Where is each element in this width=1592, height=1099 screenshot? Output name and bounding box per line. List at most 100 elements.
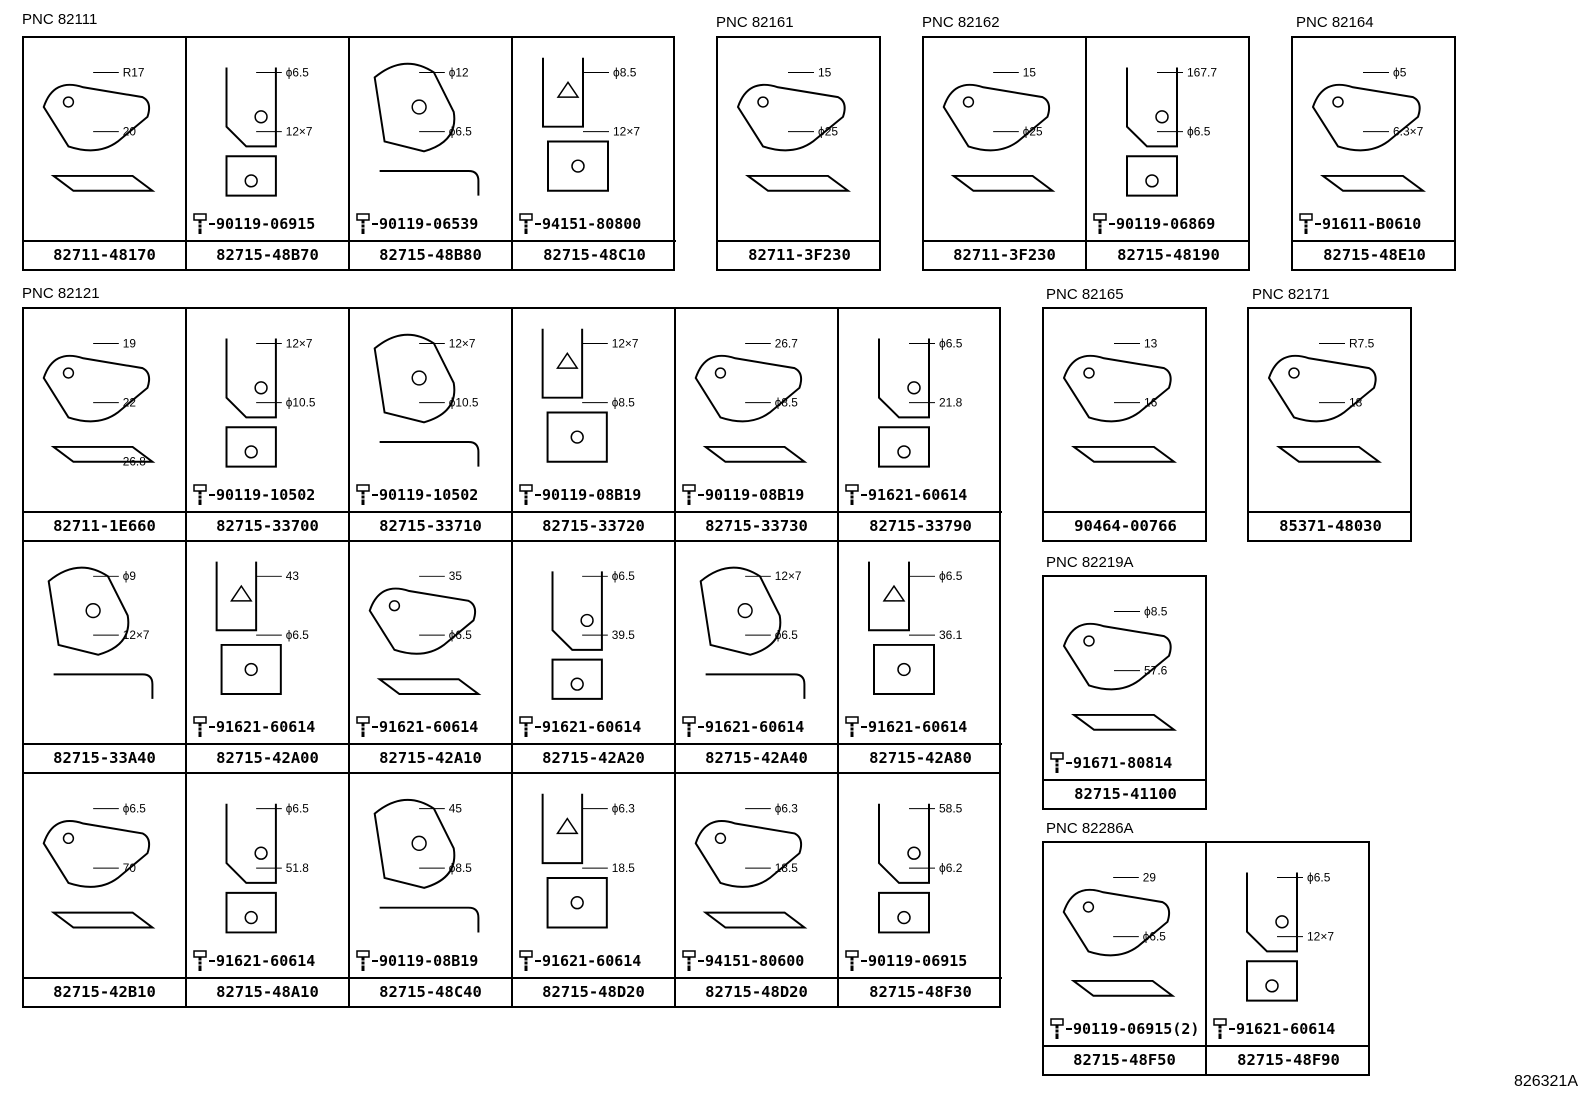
drawing-code: 826321A: [1513, 1073, 1578, 1090]
dimension-label: ϕ6.5: [449, 628, 473, 642]
dimension-label: 26.8: [123, 455, 146, 469]
part-number: 85371-48030: [1249, 511, 1412, 540]
bolt-callout: 90119-06869: [1092, 213, 1215, 235]
dimension-label: 18.5: [775, 861, 798, 875]
part-number: 82711-1E660: [24, 511, 185, 540]
dimension-label: ϕ8.5: [612, 396, 636, 410]
dimension-label: ϕ6.5: [775, 628, 799, 642]
bolt-line: [698, 726, 704, 728]
part-number: 82715-48F50: [1044, 1045, 1205, 1074]
part-number: 82715-42B10: [24, 977, 185, 1006]
pnc-label-82286a: PNC 82286A: [1046, 820, 1134, 837]
bolt-line: [861, 494, 867, 496]
bolt-callout: 91621-60614: [192, 950, 315, 972]
bolt-part-number: 90119-08B19: [542, 486, 642, 504]
bolt-icon: [1050, 752, 1064, 773]
bolt-icon: [193, 950, 207, 971]
bolt-line: [861, 960, 867, 962]
bolt-icon: [845, 950, 859, 971]
pnc-label-82219a: PNC 82219A: [1046, 554, 1134, 571]
bolt-line: [209, 726, 215, 728]
dimension-label: 18.5: [612, 861, 635, 875]
bolt-icon: [845, 484, 859, 505]
dimension-label: ϕ10.5: [449, 396, 479, 410]
part-number: 82715-48D20: [513, 977, 674, 1006]
part-number: 82715-33790: [839, 511, 1002, 540]
pnc-label-82121: PNC 82121: [22, 285, 100, 302]
dimension-label: ϕ8.5: [449, 861, 473, 875]
bolt-icon: [519, 484, 533, 505]
bolt-icon: [356, 484, 370, 505]
bolt-line: [535, 494, 541, 496]
bolt-icon: [519, 950, 533, 971]
part-number: 82715-48F30: [839, 977, 1002, 1006]
part-number: 82715-33720: [513, 511, 674, 540]
dimension-label: 26.7: [775, 336, 798, 350]
bolt-line: [1229, 1028, 1235, 1030]
dimension-label: ϕ9: [123, 569, 136, 583]
bolt-callout: 91621-60614: [681, 716, 804, 738]
part-number: 82715-48E10: [1293, 240, 1456, 269]
bolt-callout: 90119-10502: [355, 484, 478, 506]
bolt-callout: 91621-60614: [192, 716, 315, 738]
bolt-callout: 91621-60614: [518, 716, 641, 738]
dimension-label: ϕ5: [1393, 66, 1407, 80]
bolt-icon: [519, 716, 533, 737]
bolt-icon: [1093, 213, 1107, 234]
part-number: 82715-33A40: [24, 743, 185, 772]
bolt-part-number: 91621-60614: [868, 718, 968, 736]
dimension-label: 167.7: [1187, 66, 1217, 80]
bolt-line: [372, 223, 378, 225]
bolt-callout: 90119-06915(2): [1049, 1018, 1199, 1040]
dimension-label: ϕ12: [449, 65, 469, 79]
bolt-line: [372, 494, 378, 496]
bolt-icon: [356, 716, 370, 737]
bolt-callout: 90119-08B19: [355, 950, 478, 972]
bolt-icon: [519, 213, 533, 234]
bolt-line: [698, 494, 704, 496]
bolt-line: [698, 960, 704, 962]
dimension-label: 12×7: [1307, 930, 1334, 944]
dimension-label: 18: [1349, 396, 1363, 410]
part-number: 82715-42A80: [839, 743, 1002, 772]
dimension-label: ϕ6.5: [286, 628, 310, 642]
dimension-label: 12×7: [449, 336, 476, 350]
bolt-callout: 90119-06915: [192, 213, 315, 235]
bolt-icon: [356, 950, 370, 971]
dimension-label: 29: [1143, 870, 1157, 884]
bolt-icon: [682, 716, 696, 737]
pnc-label-82162: PNC 82162: [922, 14, 1000, 31]
dimension-label: 51.8: [286, 861, 309, 875]
part-number: 82715-48F90: [1207, 1045, 1370, 1074]
dimension-label: ϕ25: [1023, 125, 1043, 139]
dimension-label: 58.5: [939, 802, 963, 816]
part-number: 82715-33700: [187, 511, 348, 540]
dimension-label: ϕ6.3: [612, 802, 636, 816]
bolt-part-number: 90119-06915: [216, 215, 316, 233]
bolt-line: [209, 494, 215, 496]
dimension-label: ϕ6.5: [286, 802, 310, 816]
dimension-label: 57.6: [1144, 664, 1168, 678]
